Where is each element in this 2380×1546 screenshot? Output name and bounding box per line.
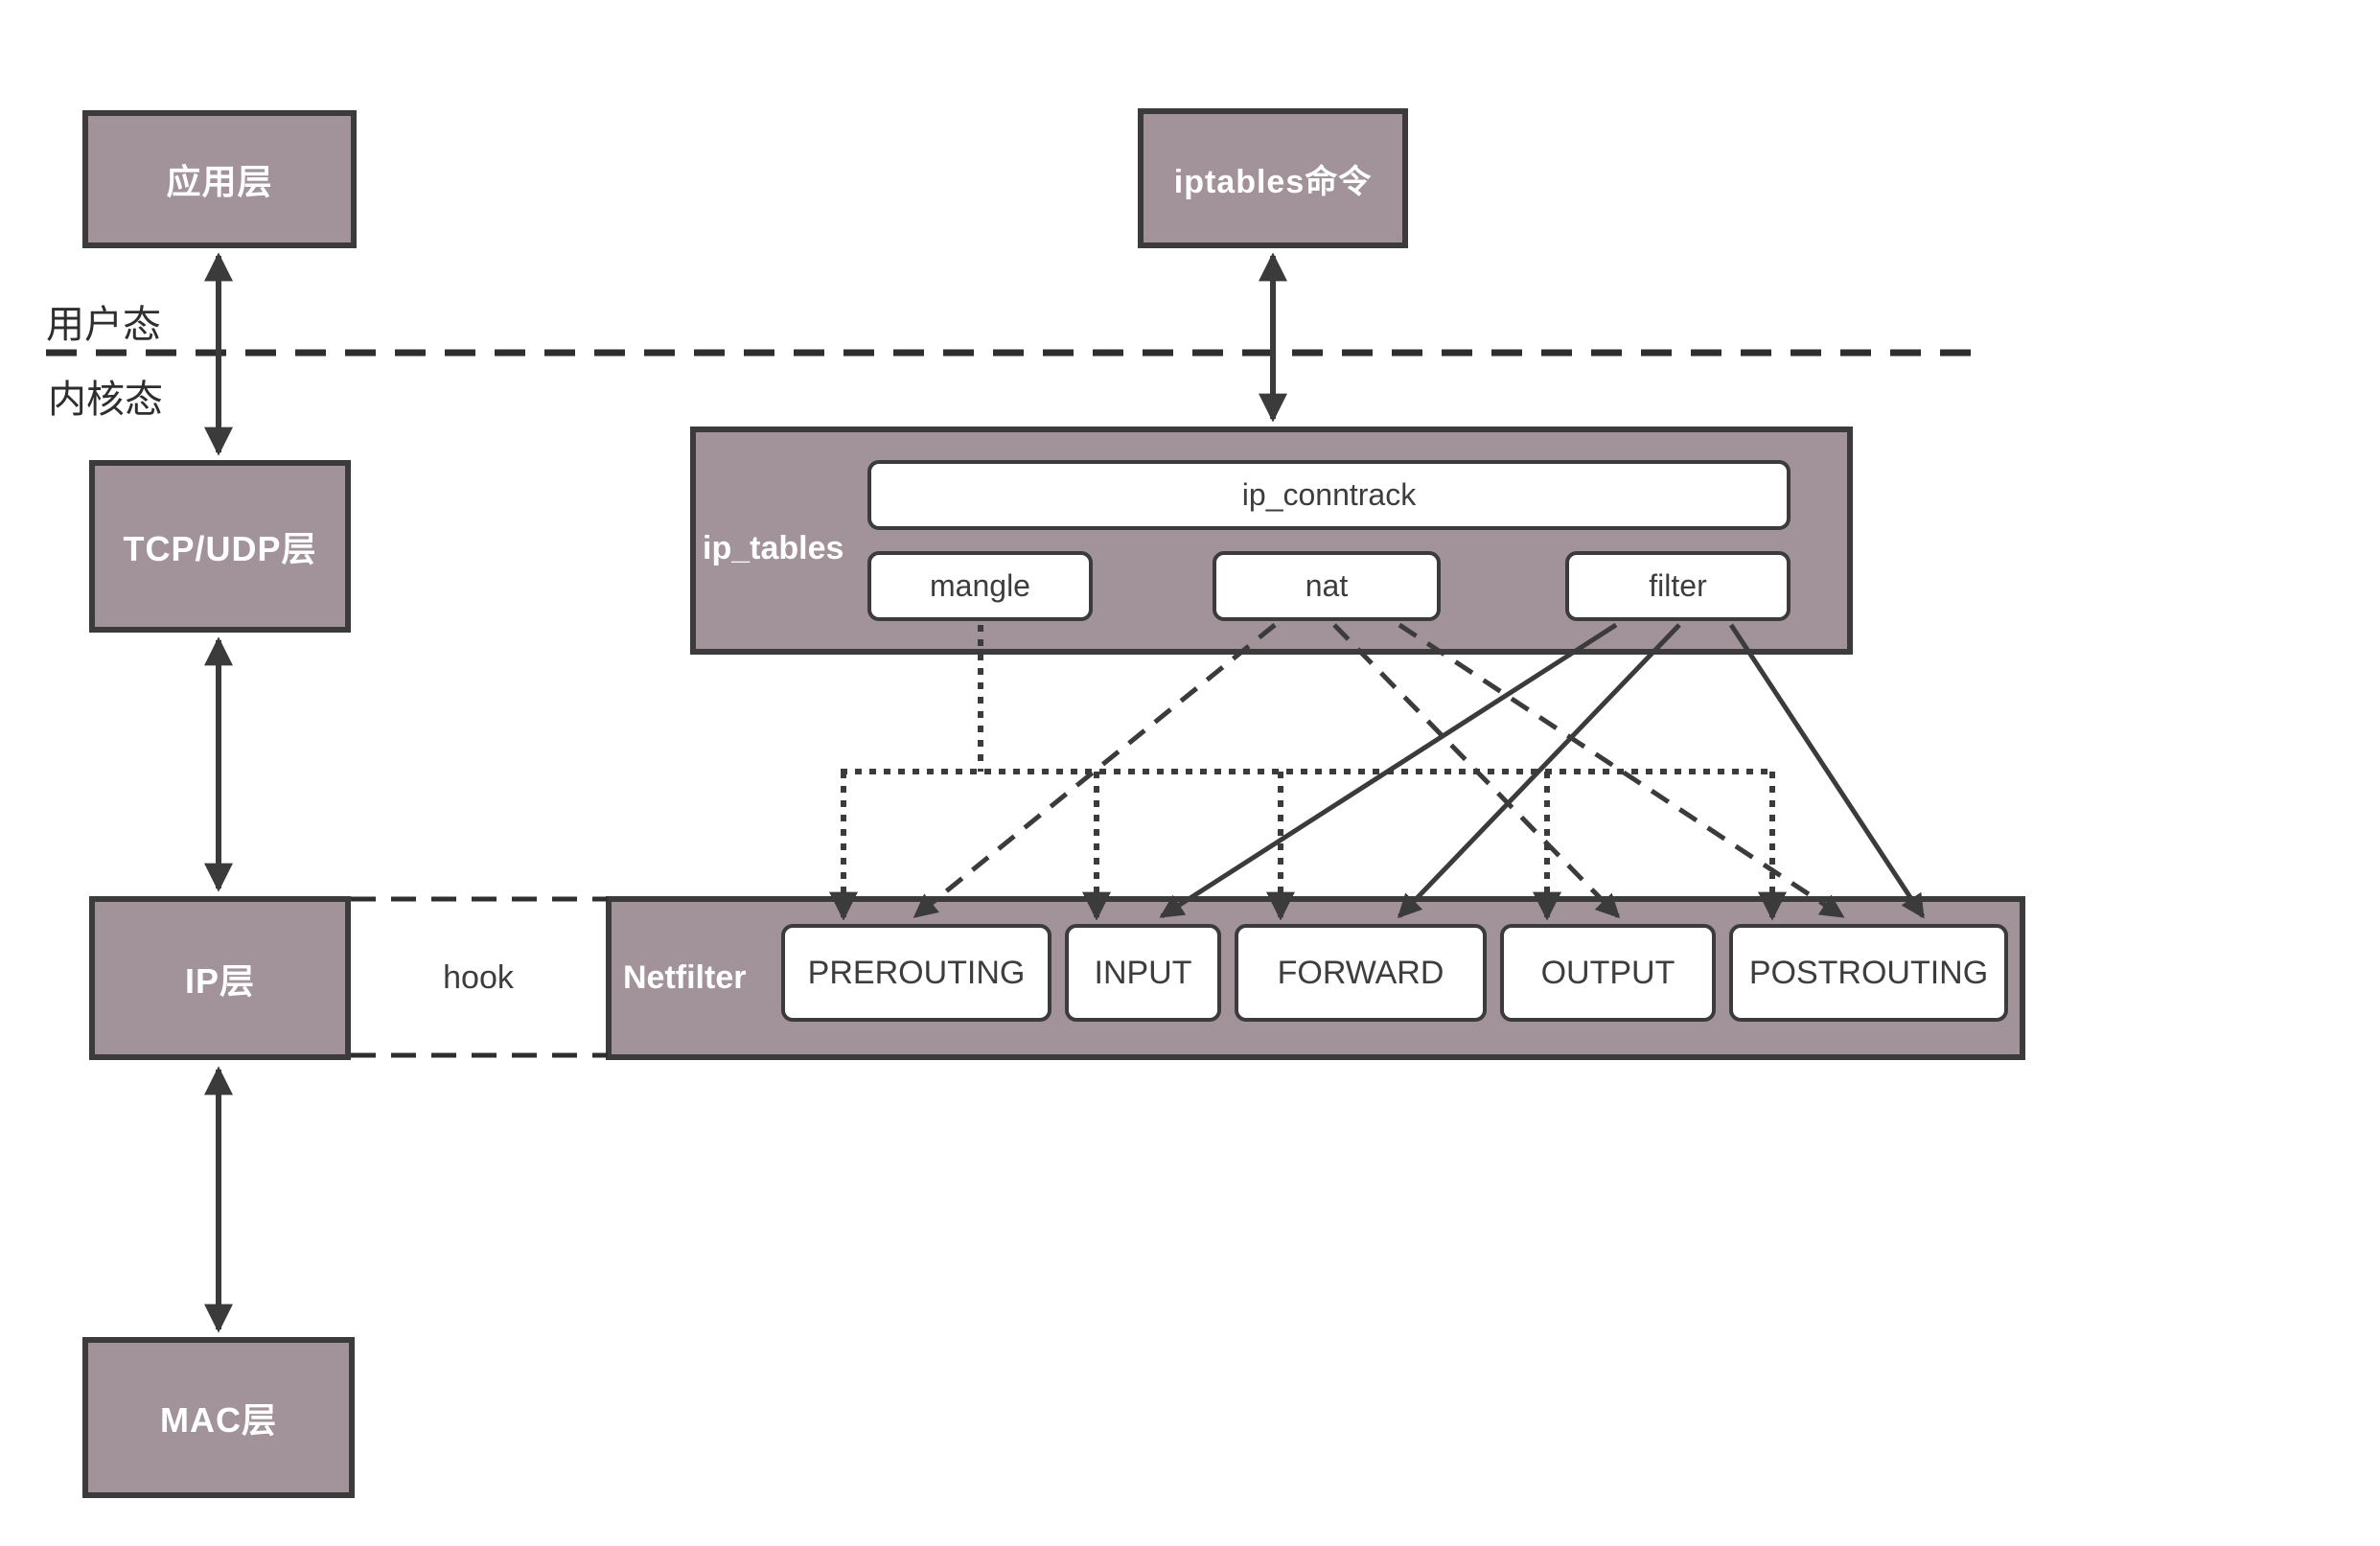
mac-layer-label: MAC层 xyxy=(160,1400,277,1440)
output-chain-box: OUTPUT xyxy=(1500,924,1716,1022)
nat-dashed-connectors xyxy=(913,622,1845,919)
hook-dashed-border xyxy=(351,896,608,1058)
postrouting-chain-box: POSTROUTING xyxy=(1729,924,2008,1022)
layer-stack-arrows xyxy=(204,252,1287,1333)
tcp-udp-layer-label: TCP/UDP层 xyxy=(123,529,317,568)
input-chain-label: INPUT xyxy=(1094,954,1192,991)
application-layer-label: 应用层 xyxy=(166,162,273,201)
forward-chain-box: FORWARD xyxy=(1235,924,1487,1022)
ip-tables-label: ip_tables xyxy=(703,529,844,566)
application-layer-box: 应用层 xyxy=(82,110,357,248)
mangle-table-label: mangle xyxy=(930,568,1030,603)
nat-table-label: nat xyxy=(1305,568,1349,603)
tcp-udp-layer-box: TCP/UDP层 xyxy=(89,460,351,633)
ip-layer-label: IP层 xyxy=(184,960,255,1001)
mac-layer-box: MAC层 xyxy=(82,1337,355,1498)
hook-label: hook xyxy=(443,959,514,996)
mangle-table-box: mangle xyxy=(867,551,1093,621)
ip-conntrack-label: ip_conntrack xyxy=(1241,477,1417,512)
ip-conntrack-box: ip_conntrack xyxy=(867,460,1791,530)
postrouting-chain-label: POSTROUTING xyxy=(1748,954,1989,991)
prerouting-chain-label: PREROUTING xyxy=(807,954,1026,991)
filter-solid-connectors xyxy=(1159,622,1926,919)
user-mode-label: 用户态 xyxy=(46,304,161,346)
iptables-command-box: iptables命令 xyxy=(1138,108,1408,248)
kernel-mode-label: 内核态 xyxy=(48,379,163,421)
forward-chain-label: FORWARD xyxy=(1277,954,1444,991)
input-chain-box: INPUT xyxy=(1065,924,1221,1022)
nat-table-box: nat xyxy=(1213,551,1441,621)
prerouting-chain-box: PREROUTING xyxy=(781,924,1051,1022)
output-chain-label: OUTPUT xyxy=(1540,954,1675,991)
filter-table-label: filter xyxy=(1649,568,1707,603)
ip-layer-box: IP层 xyxy=(89,896,351,1060)
filter-table-box: filter xyxy=(1565,551,1791,621)
netfilter-label: Netfilter xyxy=(623,959,747,996)
iptables-command-label: iptables命令 xyxy=(1173,163,1373,200)
